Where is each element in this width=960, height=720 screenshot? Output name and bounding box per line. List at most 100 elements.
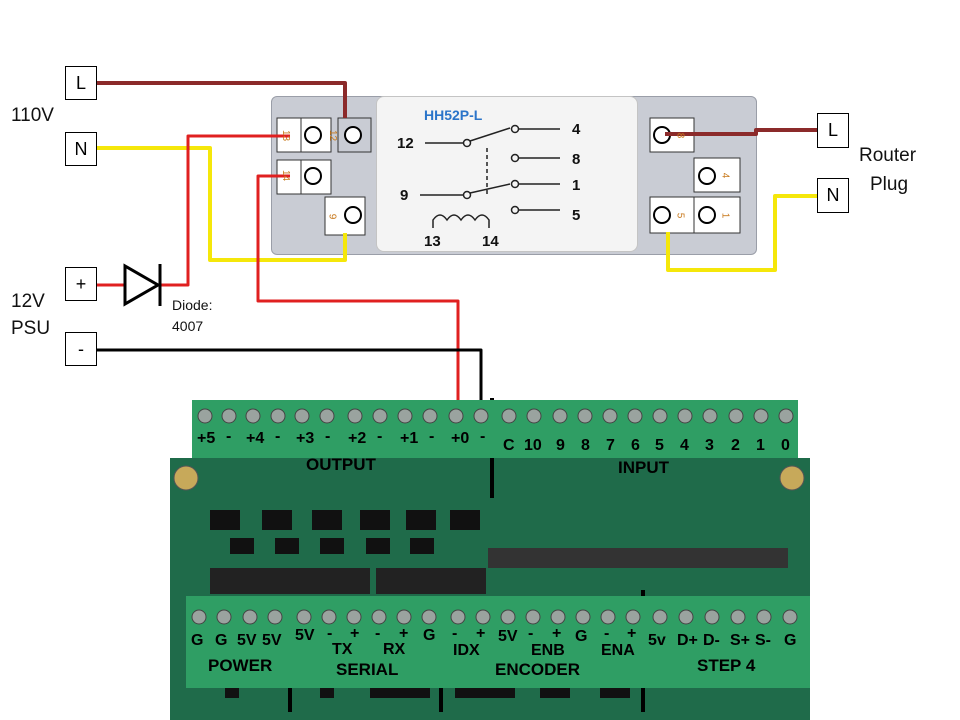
relay-pin-12: 12 (397, 135, 414, 152)
router-label: Router (859, 145, 917, 166)
mains-neutral-box: N (65, 132, 97, 166)
pin-ena-plus: + (627, 625, 637, 642)
group-encoder: ENCODER (495, 660, 581, 679)
pin-step-g: G (784, 632, 797, 649)
mount-hole-right (779, 465, 805, 491)
terminal-14: 14 (280, 169, 292, 182)
diode-part: 4007 (172, 318, 204, 334)
pin-serial-tx-plus: + (350, 625, 360, 642)
input-label: INPUT (618, 458, 669, 477)
pin-serial-5v: 5V (295, 627, 315, 644)
psu-minus-box: - (65, 332, 97, 366)
pin-out0-minus: - (480, 428, 486, 445)
pin-power-g2: G (215, 632, 228, 649)
bottom-connector-strip (186, 596, 810, 688)
relay-model: HH52P-L (424, 107, 483, 123)
group-step4: STEP 4 (697, 656, 756, 675)
pin-serial-tx-minus: - (327, 625, 333, 642)
pin-out1-plus: +1 (400, 430, 419, 447)
relay-pin-8: 8 (572, 151, 581, 168)
pin-step-sminus: S- (755, 632, 771, 649)
pin-ena-minus: - (604, 625, 610, 642)
terminal-9: 9 (326, 213, 338, 220)
relay-left-terminals (276, 117, 372, 236)
group-power: POWER (208, 656, 273, 675)
pin-serial-rx-minus: - (375, 625, 381, 642)
relay-pin-9: 9 (400, 187, 409, 204)
top-screws (197, 408, 794, 424)
relay-pin-1: 1 (572, 177, 581, 194)
pin-enb-minus: - (528, 625, 534, 642)
terminal-1: 1 (719, 212, 731, 219)
relay-coil-14: 14 (482, 233, 499, 250)
output-label: OUTPUT (306, 455, 376, 474)
relay-face (376, 96, 638, 252)
psu-label: PSU (11, 318, 51, 339)
pin-in-7: 7 (606, 437, 615, 454)
label-idx: IDX (453, 642, 480, 659)
pin-in-1: 1 (756, 437, 765, 454)
pin-out3-minus: - (325, 428, 331, 445)
pin-out2-plus: +2 (348, 430, 367, 447)
mains-live-box: L (65, 66, 97, 100)
relay-pin-5: 5 (572, 207, 581, 224)
pin-in-6: 6 (631, 437, 640, 454)
pin-in-9: 9 (556, 437, 565, 454)
pin-power-5v1: 5V (237, 632, 257, 649)
mount-hole-left (173, 465, 199, 491)
terminal-5: 5 (674, 212, 686, 219)
pin-enb-plus: + (552, 625, 562, 642)
label-ena: ENA (601, 642, 635, 659)
pin-power-5v2: 5V (262, 632, 282, 649)
pin-in-2: 2 (731, 437, 740, 454)
top-connector-strip (192, 400, 798, 458)
terminal-12: 12 (327, 129, 339, 142)
pin-power-g1: G (191, 632, 204, 649)
pin-in-10: 10 (524, 437, 542, 454)
pin-in-c: C (503, 437, 515, 454)
relay-coil-13: 13 (424, 233, 441, 250)
mains-voltage-label: 110V (11, 105, 54, 126)
diode-symbol (123, 263, 162, 307)
pin-in-4: 4 (680, 437, 689, 454)
pin-step-splus: S+ (730, 632, 751, 649)
pin-step-dplus: D+ (677, 632, 698, 649)
bottom-screws (191, 609, 798, 625)
pin-serial-g: G (423, 627, 436, 644)
board-components (210, 510, 788, 698)
diode-label: Diode: (172, 297, 213, 313)
pin-in-5: 5 (655, 437, 664, 454)
pin-serial-rx-plus: + (399, 625, 409, 642)
pin-out1-minus: - (429, 428, 435, 445)
psu-voltage-label: 12V (11, 291, 45, 312)
pin-idx-minus: - (452, 625, 458, 642)
pin-out0-plus: +0 (451, 430, 470, 447)
pin-idx-plus: + (476, 625, 486, 642)
terminal-13: 13 (280, 129, 292, 142)
router-live-box: L (817, 113, 849, 148)
pin-out2-minus: - (377, 428, 383, 445)
pin-encoder-5v: 5V (498, 628, 518, 645)
pin-out4-minus: - (275, 428, 281, 445)
label-tx: TX (332, 641, 353, 658)
pin-out5-plus: +5 (197, 430, 216, 447)
pin-encoder-g: G (575, 628, 588, 645)
relay-schematic (420, 124, 560, 228)
router-neutral-box: N (817, 178, 849, 213)
router-label-plug: Plug (870, 174, 909, 195)
pin-step-5v: 5v (648, 632, 666, 649)
pin-out5-minus: - (226, 428, 232, 445)
pin-in-8: 8 (581, 437, 590, 454)
relay-pin-4: 4 (572, 121, 581, 138)
pin-in-3: 3 (705, 437, 714, 454)
pin-out4-plus: +4 (246, 430, 265, 447)
pin-out3-plus: +3 (296, 430, 315, 447)
label-rx: RX (383, 641, 406, 658)
terminal-8: 8 (674, 132, 686, 139)
relay-right-terminals (649, 117, 741, 234)
terminal-4: 4 (719, 172, 731, 179)
label-enb: ENB (531, 642, 565, 659)
pin-step-dminus: D- (703, 632, 720, 649)
